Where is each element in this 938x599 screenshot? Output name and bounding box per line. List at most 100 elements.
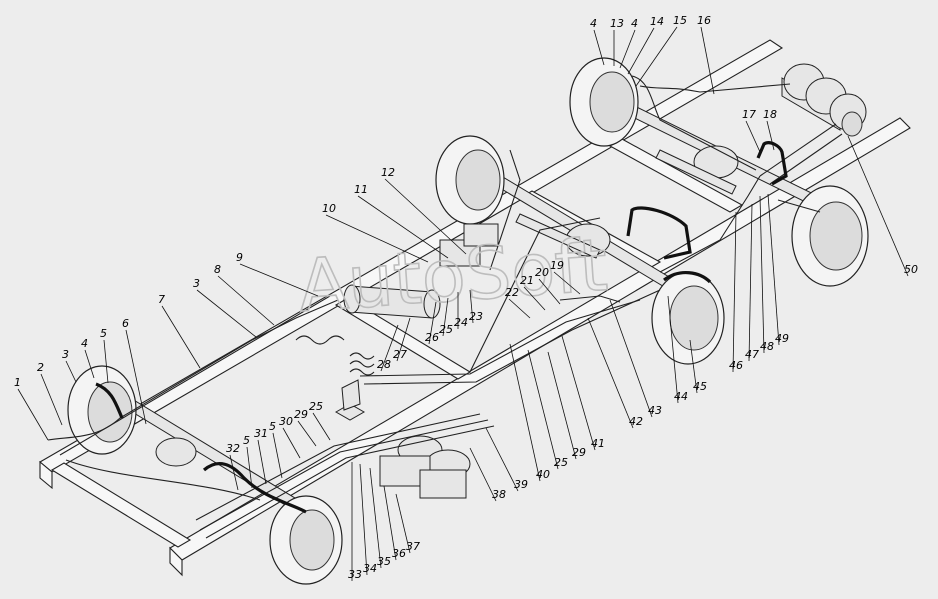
callout-c5c: 5	[243, 434, 250, 447]
leader-line-c15	[635, 26, 678, 87]
callout-c49: 49	[775, 332, 789, 345]
callout-c42: 42	[629, 415, 643, 428]
callout-c2: 2	[37, 361, 44, 374]
callout-c47: 47	[745, 348, 759, 361]
leader-line-c34	[359, 463, 368, 576]
leader-line-c32	[229, 454, 239, 491]
callout-c15: 15	[673, 14, 687, 27]
leader-line-c48	[759, 195, 765, 354]
brake-drums	[67, 57, 869, 585]
callout-c4a: 4	[81, 337, 88, 350]
callout-c8: 8	[214, 263, 221, 276]
leader-line-c35	[369, 467, 382, 569]
callout-c6: 6	[122, 317, 129, 330]
callout-c25a: 25	[439, 323, 453, 336]
callout-c13: 13	[610, 17, 624, 30]
leader-line-c46	[732, 211, 737, 373]
callout-c36: 36	[392, 547, 406, 560]
callout-c17: 17	[742, 108, 756, 121]
propeller-shaft-2	[655, 149, 737, 195]
callout-c44: 44	[674, 390, 688, 403]
leader-line-c5a	[103, 339, 109, 384]
callout-c34: 34	[363, 562, 377, 575]
leader-line-c6	[125, 329, 147, 425]
callout-c35: 35	[377, 555, 391, 568]
watermark: AutoSoft	[296, 223, 610, 328]
drum-middle-right-face	[669, 285, 719, 351]
leader-line-c5c	[246, 446, 253, 489]
callout-c10: 10	[322, 202, 336, 215]
front-axle-hub	[155, 437, 197, 467]
compressor-unit	[439, 223, 499, 267]
callout-c22: 22	[505, 286, 519, 299]
callout-c25c: 25	[554, 456, 568, 469]
coil-hose-1	[295, 335, 345, 345]
callout-c32: 32	[226, 442, 240, 455]
callout-c7: 7	[158, 293, 165, 306]
callout-c5a: 5	[100, 327, 107, 340]
leader-line-c7	[161, 305, 201, 369]
leader-line-c29a	[297, 420, 317, 447]
leader-line-c3b	[196, 289, 257, 338]
leader-line-c44	[667, 295, 679, 404]
leader-line-c49	[767, 193, 780, 346]
drum-rear-left-face	[589, 71, 635, 133]
leader-line-c45	[689, 339, 698, 394]
callout-c5b: 5	[269, 420, 276, 433]
receiver-rear	[781, 63, 867, 137]
callout-c3b: 3	[193, 277, 200, 290]
callout-c40: 40	[536, 468, 550, 481]
leader-line-c25c	[527, 349, 559, 470]
leader-line-c1	[17, 388, 49, 441]
leader-line-c30	[282, 427, 301, 459]
callout-c18: 18	[763, 108, 777, 121]
leader-line-c2	[40, 373, 63, 426]
callout-c11: 11	[354, 183, 368, 196]
leader-line-c3a	[65, 360, 77, 383]
callout-c25b: 25	[309, 400, 323, 413]
drum-front-right-face	[289, 509, 335, 571]
callout-c33: 33	[348, 568, 362, 581]
callout-c20: 20	[535, 266, 549, 279]
leader-line-c17	[745, 120, 761, 153]
leader-line-c16	[700, 26, 715, 95]
callout-c41: 41	[591, 437, 605, 450]
leader-line-c41	[561, 335, 596, 451]
leader-line-c42	[587, 317, 634, 429]
leader-line-c28	[380, 324, 399, 372]
leader-line-c9	[239, 263, 319, 297]
callout-c23: 23	[469, 310, 483, 323]
leader-lines	[17, 26, 909, 581]
leader-line-c26	[428, 301, 437, 345]
leader-line-c25b	[312, 412, 331, 441]
hose-front-left	[95, 382, 124, 419]
callout-c4b: 4	[590, 17, 597, 30]
callout-c46: 46	[729, 359, 743, 372]
hose-middle-loop	[626, 206, 692, 260]
cross-member-front	[50, 462, 192, 548]
leader-line-c12	[384, 178, 467, 255]
bracket-stand	[334, 379, 366, 421]
leader-line-c4a	[84, 349, 95, 379]
callout-c19: 19	[550, 259, 564, 272]
leader-line-c8	[217, 275, 275, 326]
callout-c45: 45	[693, 380, 707, 393]
callout-c16: 16	[697, 14, 711, 27]
callout-c14: 14	[650, 15, 664, 28]
callout-c48: 48	[760, 340, 774, 353]
callout-c27: 27	[393, 348, 407, 361]
drum-rear-right-face	[809, 201, 863, 271]
leader-line-c31	[257, 439, 267, 485]
callout-c21: 21	[520, 274, 534, 287]
leader-line-c4c	[619, 29, 636, 69]
leader-line-c50	[847, 135, 909, 277]
coil-hose-2	[349, 352, 375, 376]
leader-line-c36	[383, 485, 397, 561]
leader-line-c47	[748, 203, 753, 362]
leader-line-c21	[523, 286, 546, 311]
callout-c30: 30	[279, 415, 293, 428]
frame-rail-left-flange	[39, 460, 53, 490]
